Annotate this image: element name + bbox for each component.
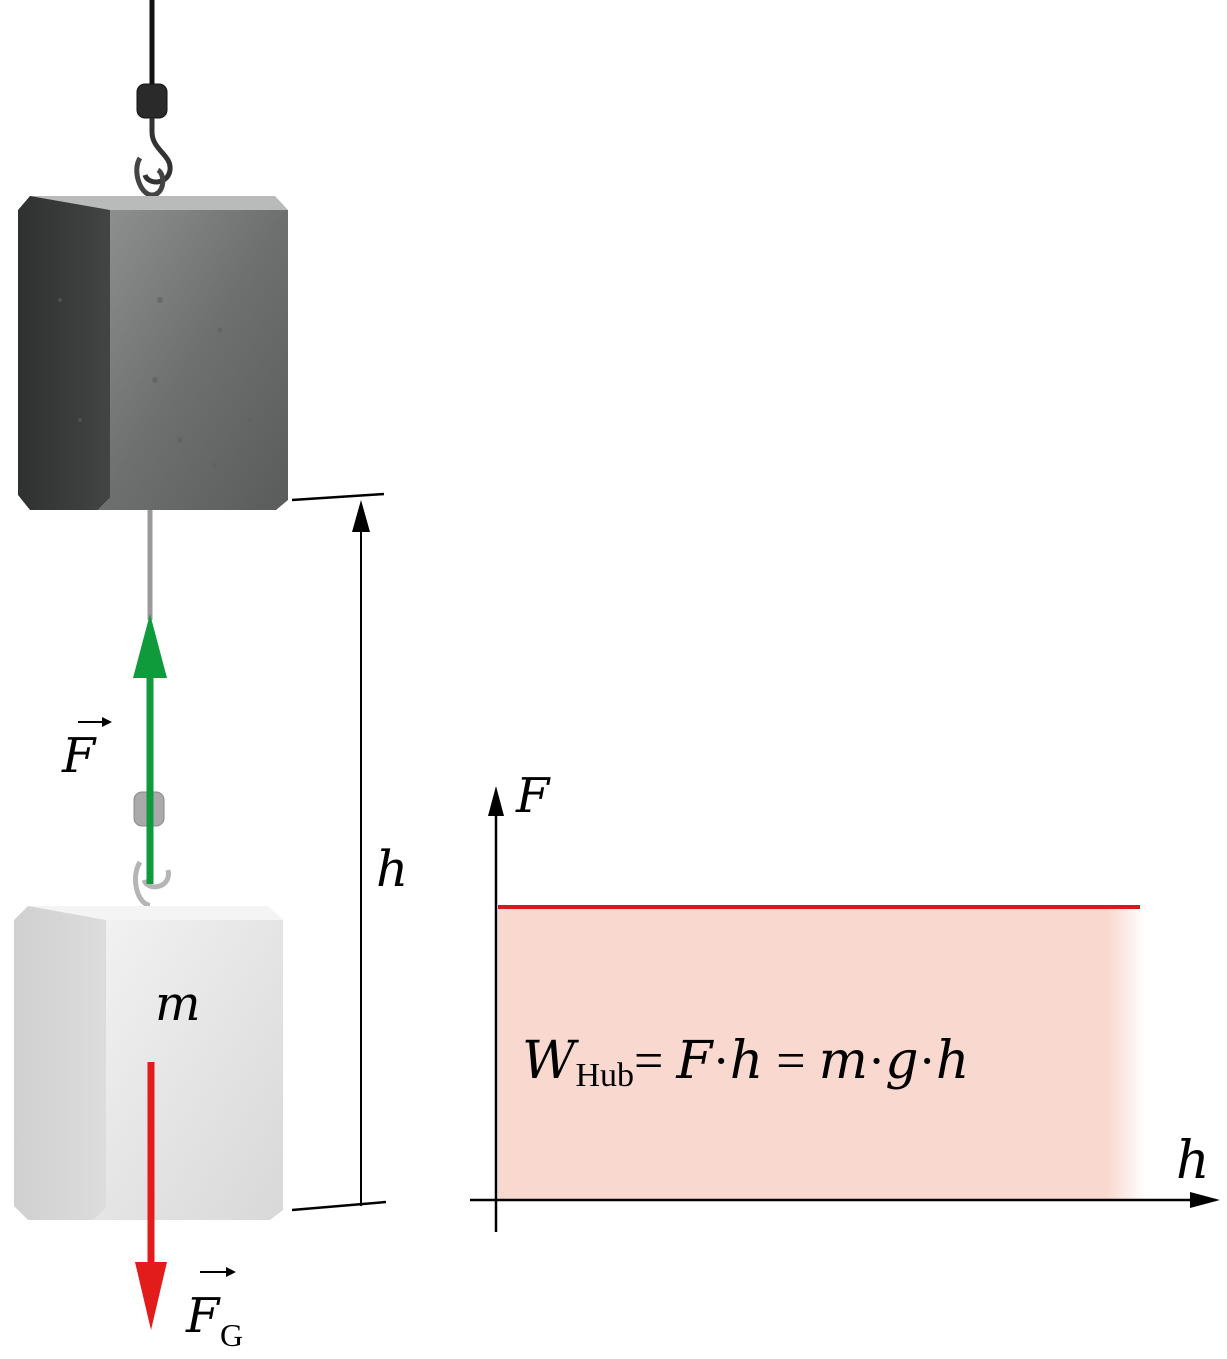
- upper-hook: [142, 118, 173, 185]
- formula-dot1: ·: [712, 1033, 729, 1090]
- lower-block-top: [28, 906, 283, 922]
- formula-m: m: [819, 1031, 868, 1091]
- formula-eq2: =: [763, 1033, 818, 1090]
- upper-eyelet: [134, 156, 166, 198]
- y-axis-arrowhead: [488, 786, 504, 816]
- force-label-text: F: [61, 728, 97, 784]
- force-arrow: [133, 614, 167, 884]
- upper-block-assembly: [18, 0, 288, 510]
- formula-dot3: ·: [919, 1033, 936, 1090]
- gravity-label: F G: [185, 1267, 243, 1353]
- lower-hook: [133, 860, 171, 908]
- gravity-label-text: F: [185, 1288, 221, 1344]
- lower-block-front: [94, 920, 283, 1220]
- lower-block-assembly: [14, 791, 283, 1220]
- x-axis-label: h: [1176, 1131, 1210, 1191]
- height-label: h: [376, 840, 408, 898]
- gravity-label-subscript: G: [220, 1317, 243, 1353]
- work-formula: WHub= F·h = m·g·h: [522, 1031, 969, 1094]
- y-axis-label: F: [515, 768, 551, 824]
- formula-subscript: Hub: [575, 1057, 634, 1094]
- formula-dot2: ·: [868, 1033, 885, 1090]
- upper-block-front: [98, 210, 288, 510]
- formula-w: W: [522, 1031, 579, 1091]
- force-label: F: [61, 717, 112, 784]
- work-graph: F h WHub= F·h = m·g·h: [470, 768, 1220, 1232]
- upper-block-side: [18, 196, 120, 510]
- formula-eq1: =: [634, 1033, 676, 1090]
- upper-block-texture: [58, 297, 252, 467]
- mass-label: m: [155, 976, 201, 1032]
- upper-block-top: [30, 196, 288, 212]
- work-area: [498, 907, 1146, 1200]
- formula-h2: h: [936, 1031, 970, 1091]
- formula-g: g: [885, 1031, 918, 1091]
- height-dimension: [291, 492, 387, 1212]
- x-axis-arrowhead: [1190, 1192, 1220, 1208]
- formula-f: F: [675, 1031, 714, 1091]
- upper-rope-clamp: [136, 83, 168, 119]
- formula-h1: h: [730, 1031, 764, 1091]
- lower-block-side: [14, 906, 118, 1220]
- gravity-arrow: [135, 1062, 167, 1330]
